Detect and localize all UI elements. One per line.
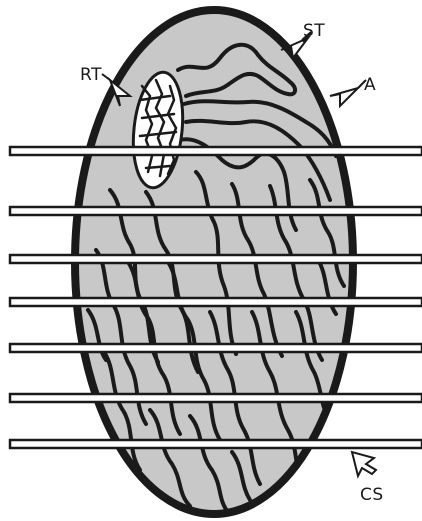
label-a: A — [364, 75, 376, 95]
cs-pointer-arrow-icon — [352, 452, 376, 476]
cross-section-band — [10, 147, 422, 155]
label-st: ST — [303, 21, 325, 41]
cross-section-band — [10, 440, 422, 448]
cross-section-band — [10, 394, 422, 402]
a-pointer-arrow-icon — [330, 88, 358, 106]
label-cs: CS — [360, 485, 384, 505]
cross-section-band — [10, 298, 422, 306]
label-rt: RT — [80, 65, 102, 85]
cross-section-band — [10, 255, 422, 263]
cross-section-band — [10, 344, 422, 352]
cross-section-band — [10, 207, 422, 215]
